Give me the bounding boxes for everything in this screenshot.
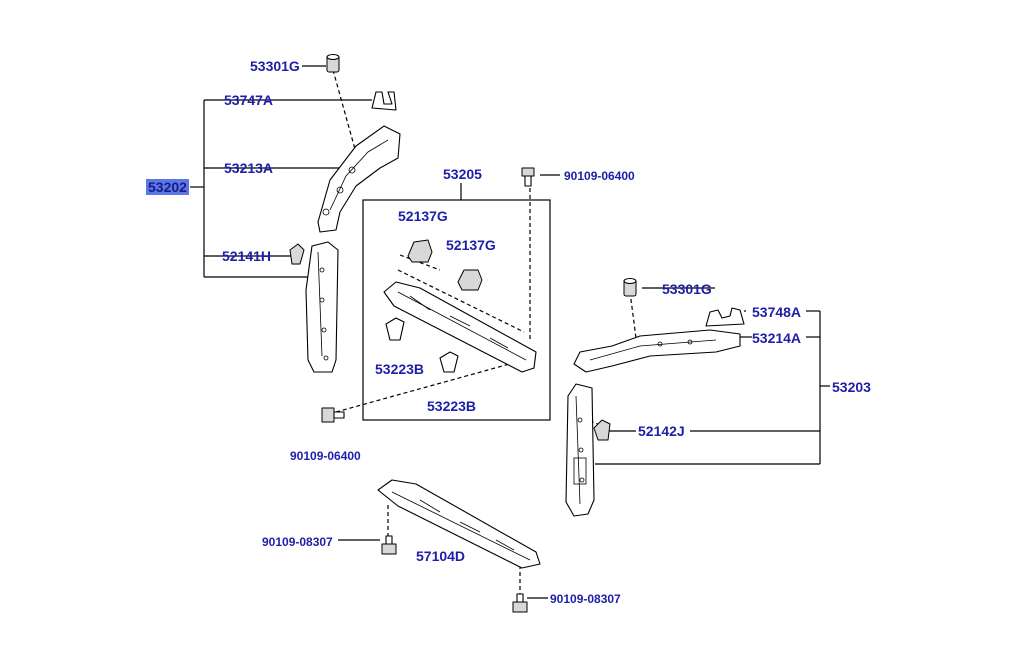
stud-53301G-right-drawing	[623, 277, 637, 297]
clip-53747A-drawing	[371, 91, 397, 111]
bracket-53214A-drawing	[573, 329, 741, 373]
label-52137G-a[interactable]: 52137G	[398, 208, 448, 224]
support-57104D-drawing	[377, 479, 541, 569]
leader-lines	[190, 65, 830, 599]
pillar-left-drawing	[305, 241, 339, 373]
label-53205[interactable]: 53205	[443, 166, 482, 182]
label-53213A[interactable]: 53213A	[224, 160, 274, 176]
label-90109-08307-left[interactable]: 90109-08307	[262, 535, 333, 549]
bracket-53223B-a-drawing	[385, 317, 405, 341]
label-52141H[interactable]: 52141H	[222, 248, 272, 264]
bolt-90109-08307-left-drawing	[381, 535, 397, 555]
label-53301G-top[interactable]: 53301G	[250, 58, 300, 74]
bracket-53223B-b-drawing	[439, 351, 459, 373]
clip-52141H-drawing	[289, 243, 305, 265]
clip-53748A-drawing	[705, 307, 745, 327]
bolt-90109-08307-bottom-drawing	[512, 593, 528, 613]
label-53747A[interactable]: 53747A	[224, 92, 274, 108]
bolt-90109-06400-bottom-drawing	[321, 407, 345, 423]
label-52137G-b[interactable]: 52137G	[446, 237, 496, 253]
pad-52137G-b-drawing	[457, 269, 483, 291]
label-53203[interactable]: 53203	[832, 379, 871, 395]
label-53223B-a[interactable]: 53223B	[375, 361, 425, 377]
bolt-90109-06400-top-drawing	[521, 167, 535, 187]
pillar-right-drawing	[565, 383, 595, 517]
clip-52142J-drawing	[593, 419, 611, 441]
label-53301G-right[interactable]: 53301G	[662, 281, 712, 297]
label-53214A[interactable]: 53214A	[752, 330, 802, 346]
label-90109-08307-bottom[interactable]: 90109-08307	[550, 592, 621, 606]
pad-52137G-a-drawing	[407, 239, 433, 263]
stud-53301G-top-drawing	[326, 53, 340, 73]
label-53202[interactable]: 53202	[146, 179, 189, 195]
support-53205-drawing	[383, 281, 537, 373]
label-53223B-b[interactable]: 53223B	[427, 398, 477, 414]
label-90109-06400-bottom[interactable]: 90109-06400	[290, 449, 361, 463]
label-53748A[interactable]: 53748A	[752, 304, 802, 320]
label-52142J[interactable]: 52142J	[638, 423, 685, 439]
label-57104D[interactable]: 57104D	[416, 548, 466, 564]
bracket-53213A-drawing	[317, 125, 401, 233]
label-90109-06400-top[interactable]: 90109-06400	[564, 169, 635, 183]
